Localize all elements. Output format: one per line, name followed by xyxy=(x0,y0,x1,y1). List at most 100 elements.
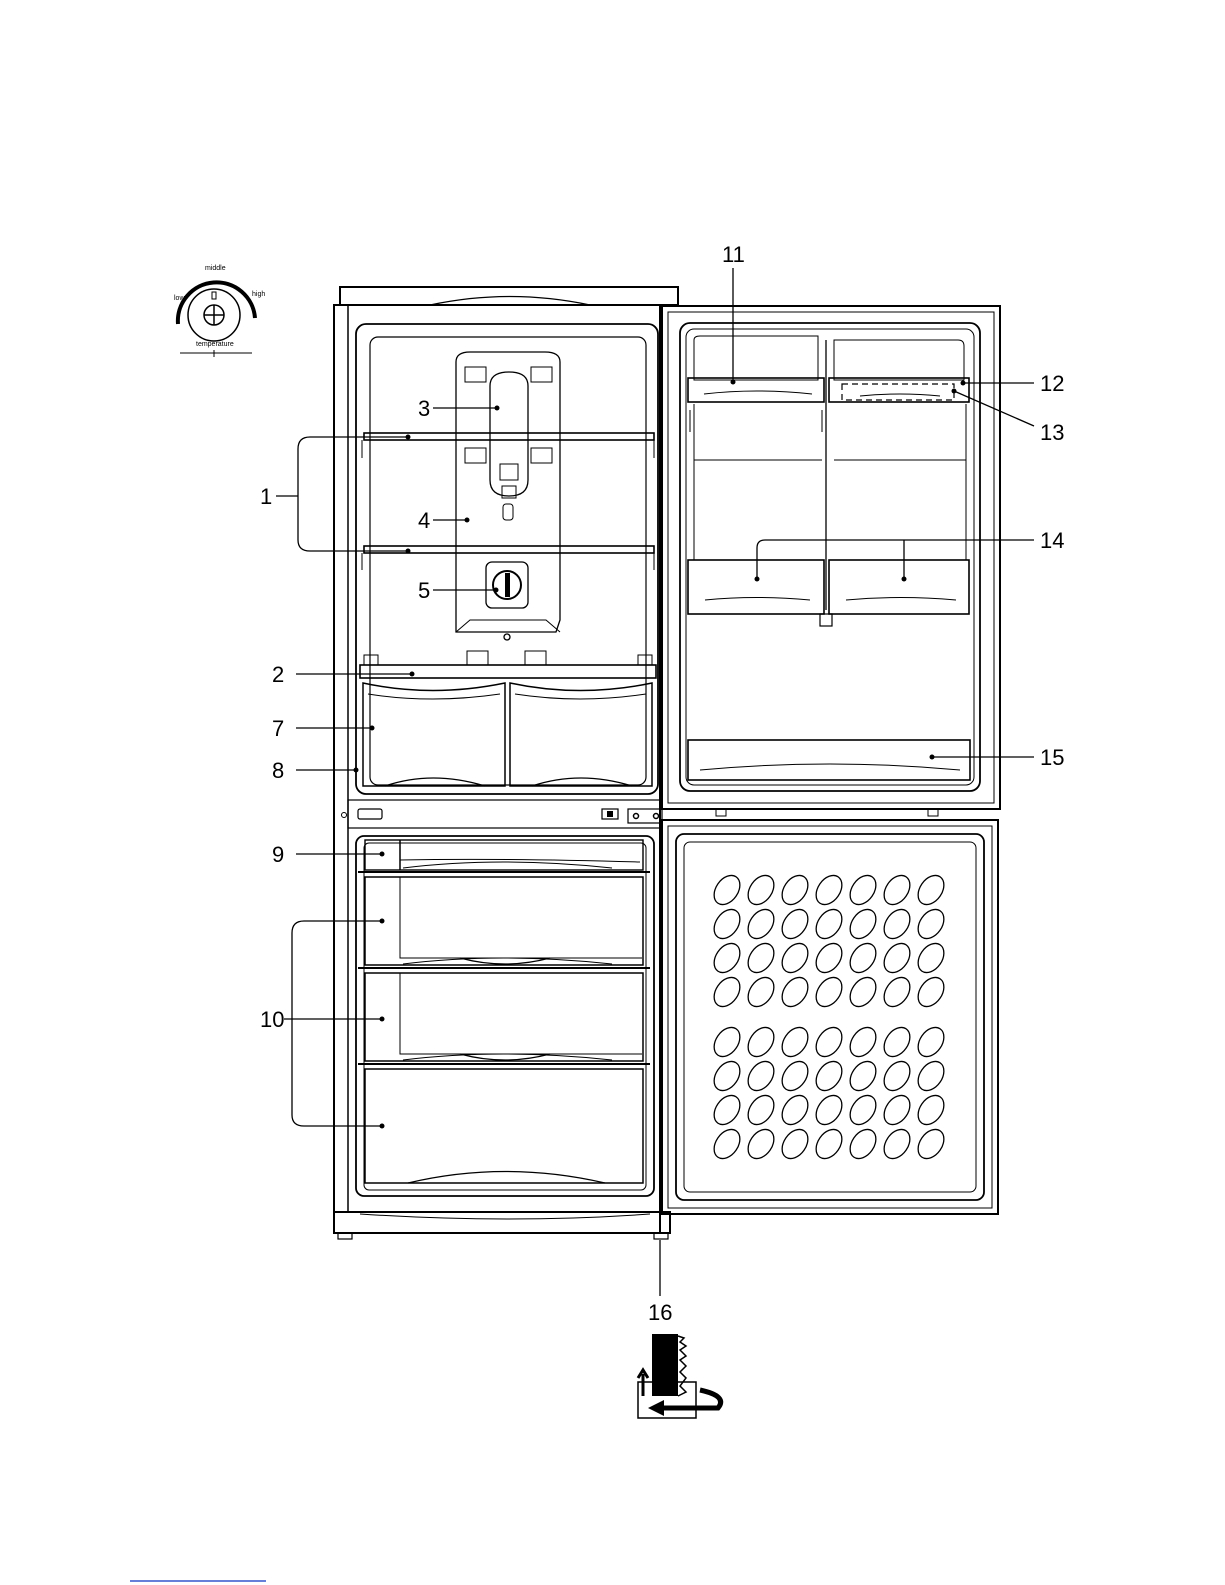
gasket-oval xyxy=(811,1057,847,1096)
callout-13: 13 xyxy=(1040,420,1064,445)
gasket-oval xyxy=(845,1125,881,1164)
gasket-oval xyxy=(845,939,881,978)
gasket-oval xyxy=(913,1091,949,1130)
freezer-drawer-3[interactable] xyxy=(365,1054,643,1183)
callout-15: 15 xyxy=(1040,745,1064,770)
gasket-oval xyxy=(845,973,881,1012)
freezer-compartment xyxy=(356,836,654,1196)
door-bottle-shelf[interactable] xyxy=(688,740,970,780)
door-shelf-middle-left[interactable] xyxy=(688,560,824,614)
dial-high-label: high xyxy=(252,291,265,298)
gasket-oval xyxy=(709,1057,745,1096)
gasket-oval xyxy=(845,905,881,944)
dial-low-label: low xyxy=(174,295,185,302)
gasket-oval xyxy=(913,973,949,1012)
levelling-foot-adjust-icon xyxy=(638,1334,721,1418)
gasket-oval xyxy=(709,973,745,1012)
middle-hinge xyxy=(628,809,662,823)
thermostat-dial-icon: low middle high temperature xyxy=(174,265,265,357)
gasket-oval xyxy=(879,1023,915,1062)
gasket-oval xyxy=(879,1125,915,1164)
gasket-oval xyxy=(913,905,949,944)
freezer-top-drawer[interactable] xyxy=(365,840,643,870)
gasket-oval xyxy=(709,939,745,978)
freezer-drawer-1[interactable] xyxy=(365,862,643,965)
gasket-oval xyxy=(879,1091,915,1130)
gasket-oval xyxy=(777,905,813,944)
gasket-oval xyxy=(743,1091,779,1130)
gasket-oval xyxy=(709,1023,745,1062)
door-shelf-middle-right[interactable] xyxy=(829,560,969,614)
gasket-oval xyxy=(913,939,949,978)
gasket-oval xyxy=(845,1057,881,1096)
gasket-oval xyxy=(845,1023,881,1062)
gasket-oval xyxy=(743,1057,779,1096)
gasket-oval xyxy=(709,871,745,910)
gasket-oval xyxy=(913,1125,949,1164)
callout-12: 12 xyxy=(1040,371,1064,396)
dial-middle-label: middle xyxy=(205,265,226,272)
gasket-oval xyxy=(709,905,745,944)
freezer-drawer-2[interactable] xyxy=(365,958,643,1061)
callout-4: 4 xyxy=(418,508,430,533)
callout-9: 9 xyxy=(272,842,284,867)
crisper-drawer-right[interactable] xyxy=(510,683,652,786)
gasket-oval xyxy=(879,1057,915,1096)
gasket-oval xyxy=(845,1091,881,1130)
crisper-drawer-left[interactable] xyxy=(363,683,505,786)
gasket-oval xyxy=(879,871,915,910)
callout-3: 3 xyxy=(418,396,430,421)
freezer-door[interactable] xyxy=(662,820,998,1214)
gasket-oval xyxy=(845,871,881,910)
callout-7: 7 xyxy=(272,716,284,741)
gasket-oval xyxy=(777,871,813,910)
gasket-oval xyxy=(743,939,779,978)
gasket-oval xyxy=(777,1091,813,1130)
door-gasket-pattern xyxy=(709,871,949,1164)
gasket-oval xyxy=(777,939,813,978)
gasket-oval xyxy=(879,973,915,1012)
dial-caption: temperature xyxy=(196,341,234,348)
gasket-oval xyxy=(777,1125,813,1164)
callout-2: 2 xyxy=(272,662,284,687)
callout-11: 11 xyxy=(722,242,745,267)
divider-panel xyxy=(342,800,661,828)
door-shelf-top-left[interactable] xyxy=(688,378,824,432)
callout-10: 10 xyxy=(260,1007,284,1032)
gasket-oval xyxy=(913,1057,949,1096)
gasket-oval xyxy=(879,939,915,978)
gasket-oval xyxy=(811,871,847,910)
gasket-oval xyxy=(811,973,847,1012)
thermostat-knob[interactable] xyxy=(486,562,528,640)
gasket-oval xyxy=(743,1023,779,1062)
gasket-oval xyxy=(811,905,847,944)
gasket-oval xyxy=(777,1057,813,1096)
door-shelf-top-right[interactable] xyxy=(829,378,969,402)
gasket-oval xyxy=(913,1023,949,1062)
gasket-oval xyxy=(879,905,915,944)
callout-5: 5 xyxy=(418,578,430,603)
gasket-oval xyxy=(743,973,779,1012)
gasket-oval xyxy=(709,1091,745,1130)
glass-shelf-lower[interactable] xyxy=(362,546,654,570)
gasket-oval xyxy=(709,1125,745,1164)
gasket-oval xyxy=(777,1023,813,1062)
gasket-oval xyxy=(743,1125,779,1164)
fridge-compartment xyxy=(356,324,658,794)
gasket-oval xyxy=(811,1125,847,1164)
callout-8: 8 xyxy=(272,758,284,783)
gasket-oval xyxy=(811,939,847,978)
fridge-door[interactable] xyxy=(662,306,1000,816)
gasket-oval xyxy=(913,871,949,910)
cabinet xyxy=(334,287,678,1239)
gasket-oval xyxy=(743,905,779,944)
callout-1: 1 xyxy=(260,484,272,509)
gasket-oval xyxy=(777,973,813,1012)
gasket-oval xyxy=(811,1091,847,1130)
callout-14: 14 xyxy=(1040,528,1064,553)
callout-16: 16 xyxy=(648,1300,672,1325)
gasket-oval xyxy=(743,871,779,910)
gasket-oval xyxy=(811,1023,847,1062)
rear-panel xyxy=(456,352,560,665)
